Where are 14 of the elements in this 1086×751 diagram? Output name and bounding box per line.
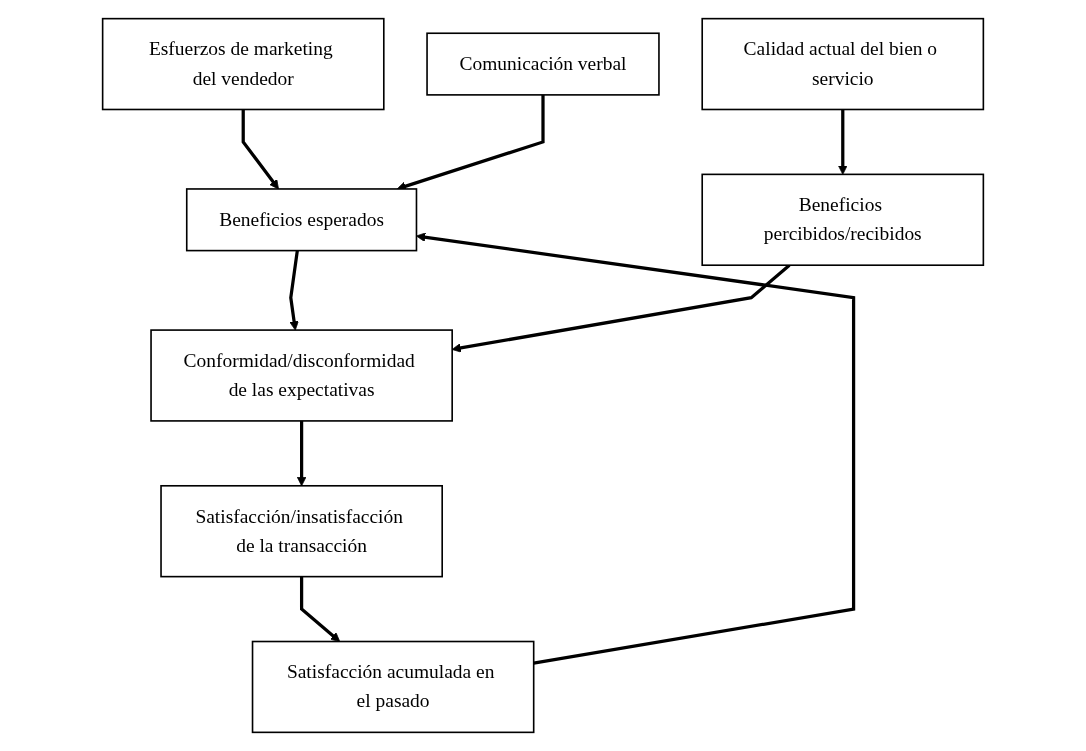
node-box: Beneficios esperados (185, 188, 418, 252)
node-box: Calidad actual del bien o servicio (701, 17, 985, 111)
node-box: Conformidad/disconformidad de las expectativas (150, 329, 453, 422)
node-box: Satisfacción/insatisfacción de la transacción (160, 485, 443, 578)
node-box: Esfuerzos de marketing del vendedor (101, 17, 385, 111)
node-box: Comunicación verbal (426, 32, 660, 96)
arrow (296, 420, 307, 487)
arrow (241, 109, 279, 190)
arrow (289, 250, 299, 331)
node-box: Beneficios percibidos/recibidos (701, 173, 985, 266)
node-box: Satisfacción acumulada en el pasado (251, 640, 535, 734)
arrow (300, 576, 341, 642)
arrow (838, 109, 848, 175)
arrow (416, 232, 856, 665)
